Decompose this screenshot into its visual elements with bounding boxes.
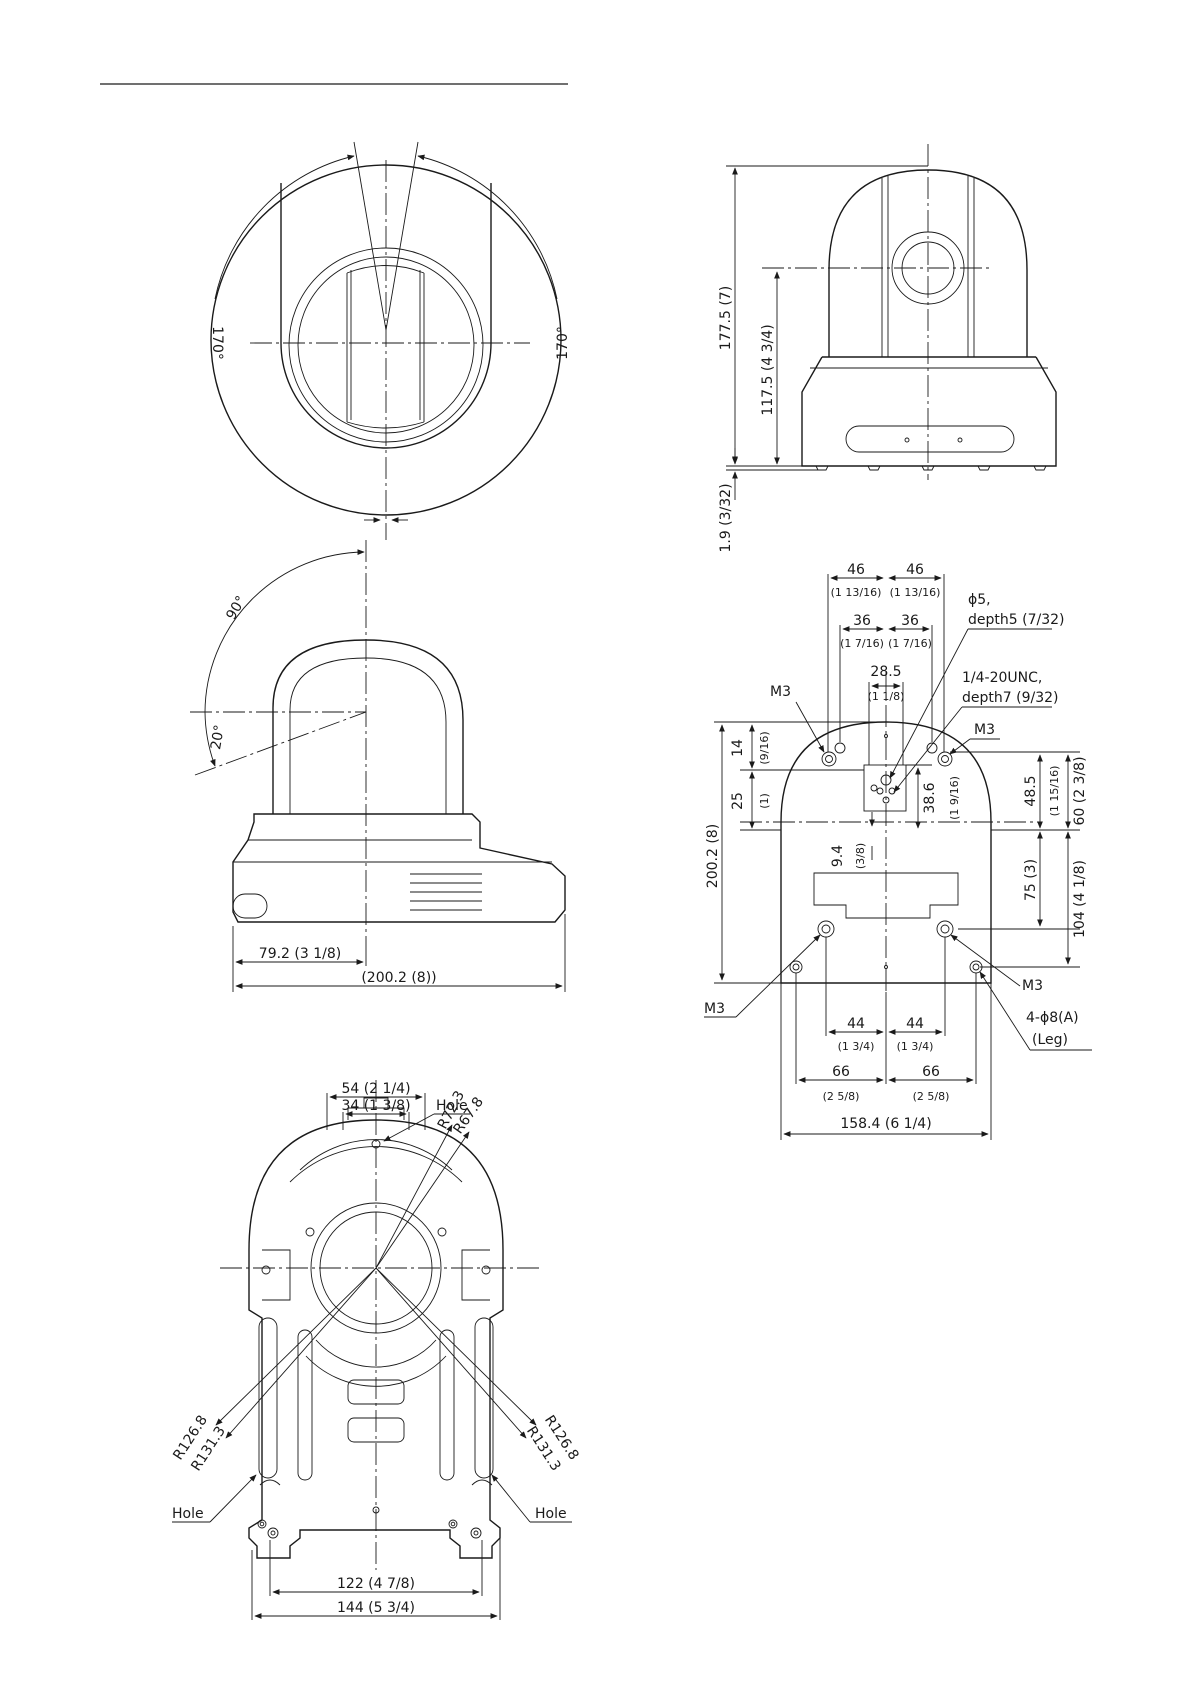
plate-hole-right: Hole [535,1506,567,1522]
bottom-w44-right-in: (1 3/4) [897,1040,934,1053]
bottom-h386-in: (1 9/16) [948,776,961,820]
bottom-w36-left-in: (1 7/16) [840,637,884,650]
bottom-w66-right-in: (2 5/8) [913,1090,950,1103]
bottom-h25: 25 [730,792,746,810]
bottom-w44-right: 44 [906,1016,924,1032]
bottom-hole-phi5: ϕ5, [968,592,991,608]
top-angle-left-label: 170° [209,326,225,360]
plate-w122: 122 (4 7/8) [337,1576,415,1592]
bottom-leg: 4-ϕ8(A) [1026,1010,1079,1026]
front-height-total-label: 177.5 (7) [718,286,734,350]
front-foot-height-label: 1.9 (3/32) [718,483,734,552]
bottom-w66-left-in: (2 5/8) [823,1090,860,1103]
side-tilt-up-label: 90° [223,593,249,623]
bottom-m3-top-left: M3 [770,684,791,700]
bottom-h104: 104 (4 1/8) [1072,860,1088,938]
bottom-h485: 48.5 [1023,775,1039,806]
bottom-leg-label: (Leg) [1032,1032,1068,1048]
front-height-center-label: 117.5 (4 3/4) [760,324,776,415]
bottom-w46-right: 46 [906,562,924,578]
bottom-w1584: 158.4 (6 1/4) [840,1116,931,1132]
bottom-w36-left: 36 [853,613,871,629]
bottom-w44-left: 44 [847,1016,865,1032]
bottom-w46-left-in: (1 13/16) [831,586,882,599]
bottom-w44-left-in: (1 3/4) [838,1040,875,1053]
bottom-h386: 38.6 [922,782,938,813]
bottom-h75: 75 (3) [1023,859,1039,901]
bottom-h60: 60 (2 3/8) [1072,756,1088,825]
side-tilt-down-label: 20° [208,724,228,751]
bottom-h2002: 200.2 (8) [705,824,721,888]
bottom-h485-in: (1 15/16) [1048,766,1061,817]
side-front-offset-label: 79.2 (3 1/8) [259,946,341,962]
bottom-tripod-depth: depth7 (9/32) [962,690,1058,706]
bottom-w285-in: (1 1/8) [868,690,905,703]
front-view: 177.5 (7) 117.5 (4 3/4) 1.9 (3/32) [718,144,1057,553]
bottom-w66-right: 66 [922,1064,940,1080]
bottom-w285: 28.5 [870,664,901,680]
bottom-w46-left: 46 [847,562,865,578]
bottom-tripod: 1/4-20UNC, [962,670,1042,686]
side-depth-label: (200.2 (8)) [361,970,436,986]
top-angle-right-label: 170° [555,326,571,360]
plate-hole-left: Hole [172,1506,204,1522]
plate-hole-top: Hole [436,1098,468,1114]
side-view: 90° 20° 79.2 (3 1/8) (200.2 (8)) [190,540,566,992]
bottom-h94: 9.4 [830,845,846,867]
bottom-w36-right: 36 [901,613,919,629]
bottom-m3-bottom-left: M3 [704,1001,725,1017]
bottom-h14: 14 [730,739,746,757]
plate-w144: 144 (5 3/4) [337,1600,415,1616]
plate-w34: 34 (1 3/8) [341,1098,410,1114]
bottom-w36-right-in: (1 7/16) [888,637,932,650]
bottom-view: 46 (1 13/16) 46 (1 13/16) 36 (1 7/16) 36… [704,562,1092,1140]
bottom-h14-in: (9/16) [758,731,771,764]
bottom-m3-top-right: M3 [974,722,995,738]
plate-view: 54 (2 1/4) 34 (1 3/8) Hole R72.3 R67.8 R… [170,1080,582,1620]
bottom-m3-bottom-right: M3 [1022,978,1043,994]
bottom-hole-phi5-depth: depth5 (7/32) [968,612,1064,628]
bottom-h94-in: (3/8) [854,843,867,869]
top-view: 170° 170° [209,141,571,540]
bottom-w66-left: 66 [832,1064,850,1080]
bottom-h25-in: (1) [758,793,771,809]
bottom-w46-right-in: (1 13/16) [890,586,941,599]
plate-w54: 54 (2 1/4) [341,1081,410,1097]
